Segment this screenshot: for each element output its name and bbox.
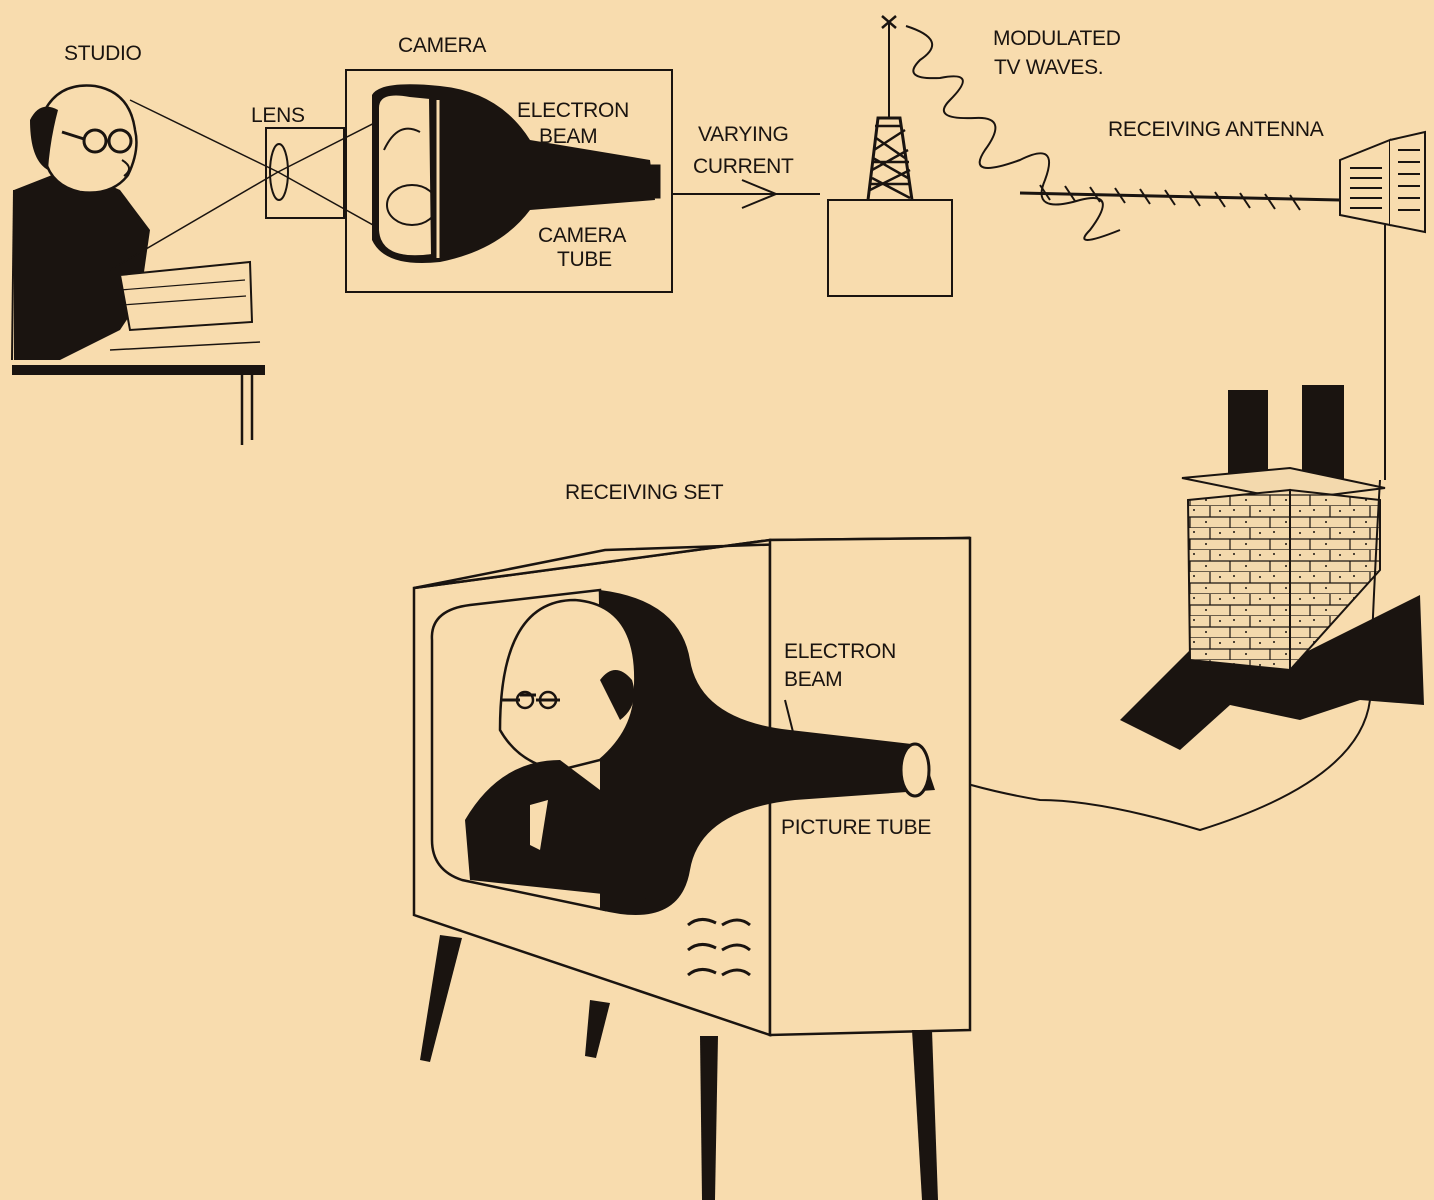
label-camera: CAMERA (398, 32, 486, 59)
chimney (1120, 385, 1424, 750)
studio-announcer (12, 86, 265, 446)
varying-current-arrow (672, 180, 820, 208)
label-camera-tube-1: CAMERA (538, 222, 626, 249)
label-lens: LENS (251, 102, 305, 129)
label-camera-electron-beam-2: BEAM (539, 123, 597, 150)
label-set-electron-beam-1: ELECTRON (784, 638, 896, 665)
label-receiving-antenna: RECEIVING ANTENNA (1108, 116, 1323, 143)
label-camera-electron-beam-1: ELECTRON (517, 97, 629, 124)
label-studio: STUDIO (64, 40, 142, 67)
label-varying-current-1: VARYING (698, 121, 788, 148)
tv-set (414, 538, 970, 1035)
label-modulated-waves-2: TV WAVES. (994, 54, 1103, 81)
label-camera-tube-2: TUBE (557, 246, 612, 273)
label-set-electron-beam-2: BEAM (784, 666, 842, 693)
label-picture-tube: PICTURE TUBE (781, 814, 931, 841)
transmitter (828, 16, 952, 296)
label-receiving-set: RECEIVING SET (565, 479, 723, 506)
label-modulated-waves-1: MODULATED (993, 25, 1121, 52)
label-varying-current-2: CURRENT (693, 153, 794, 180)
receiving-antenna (1020, 132, 1425, 480)
